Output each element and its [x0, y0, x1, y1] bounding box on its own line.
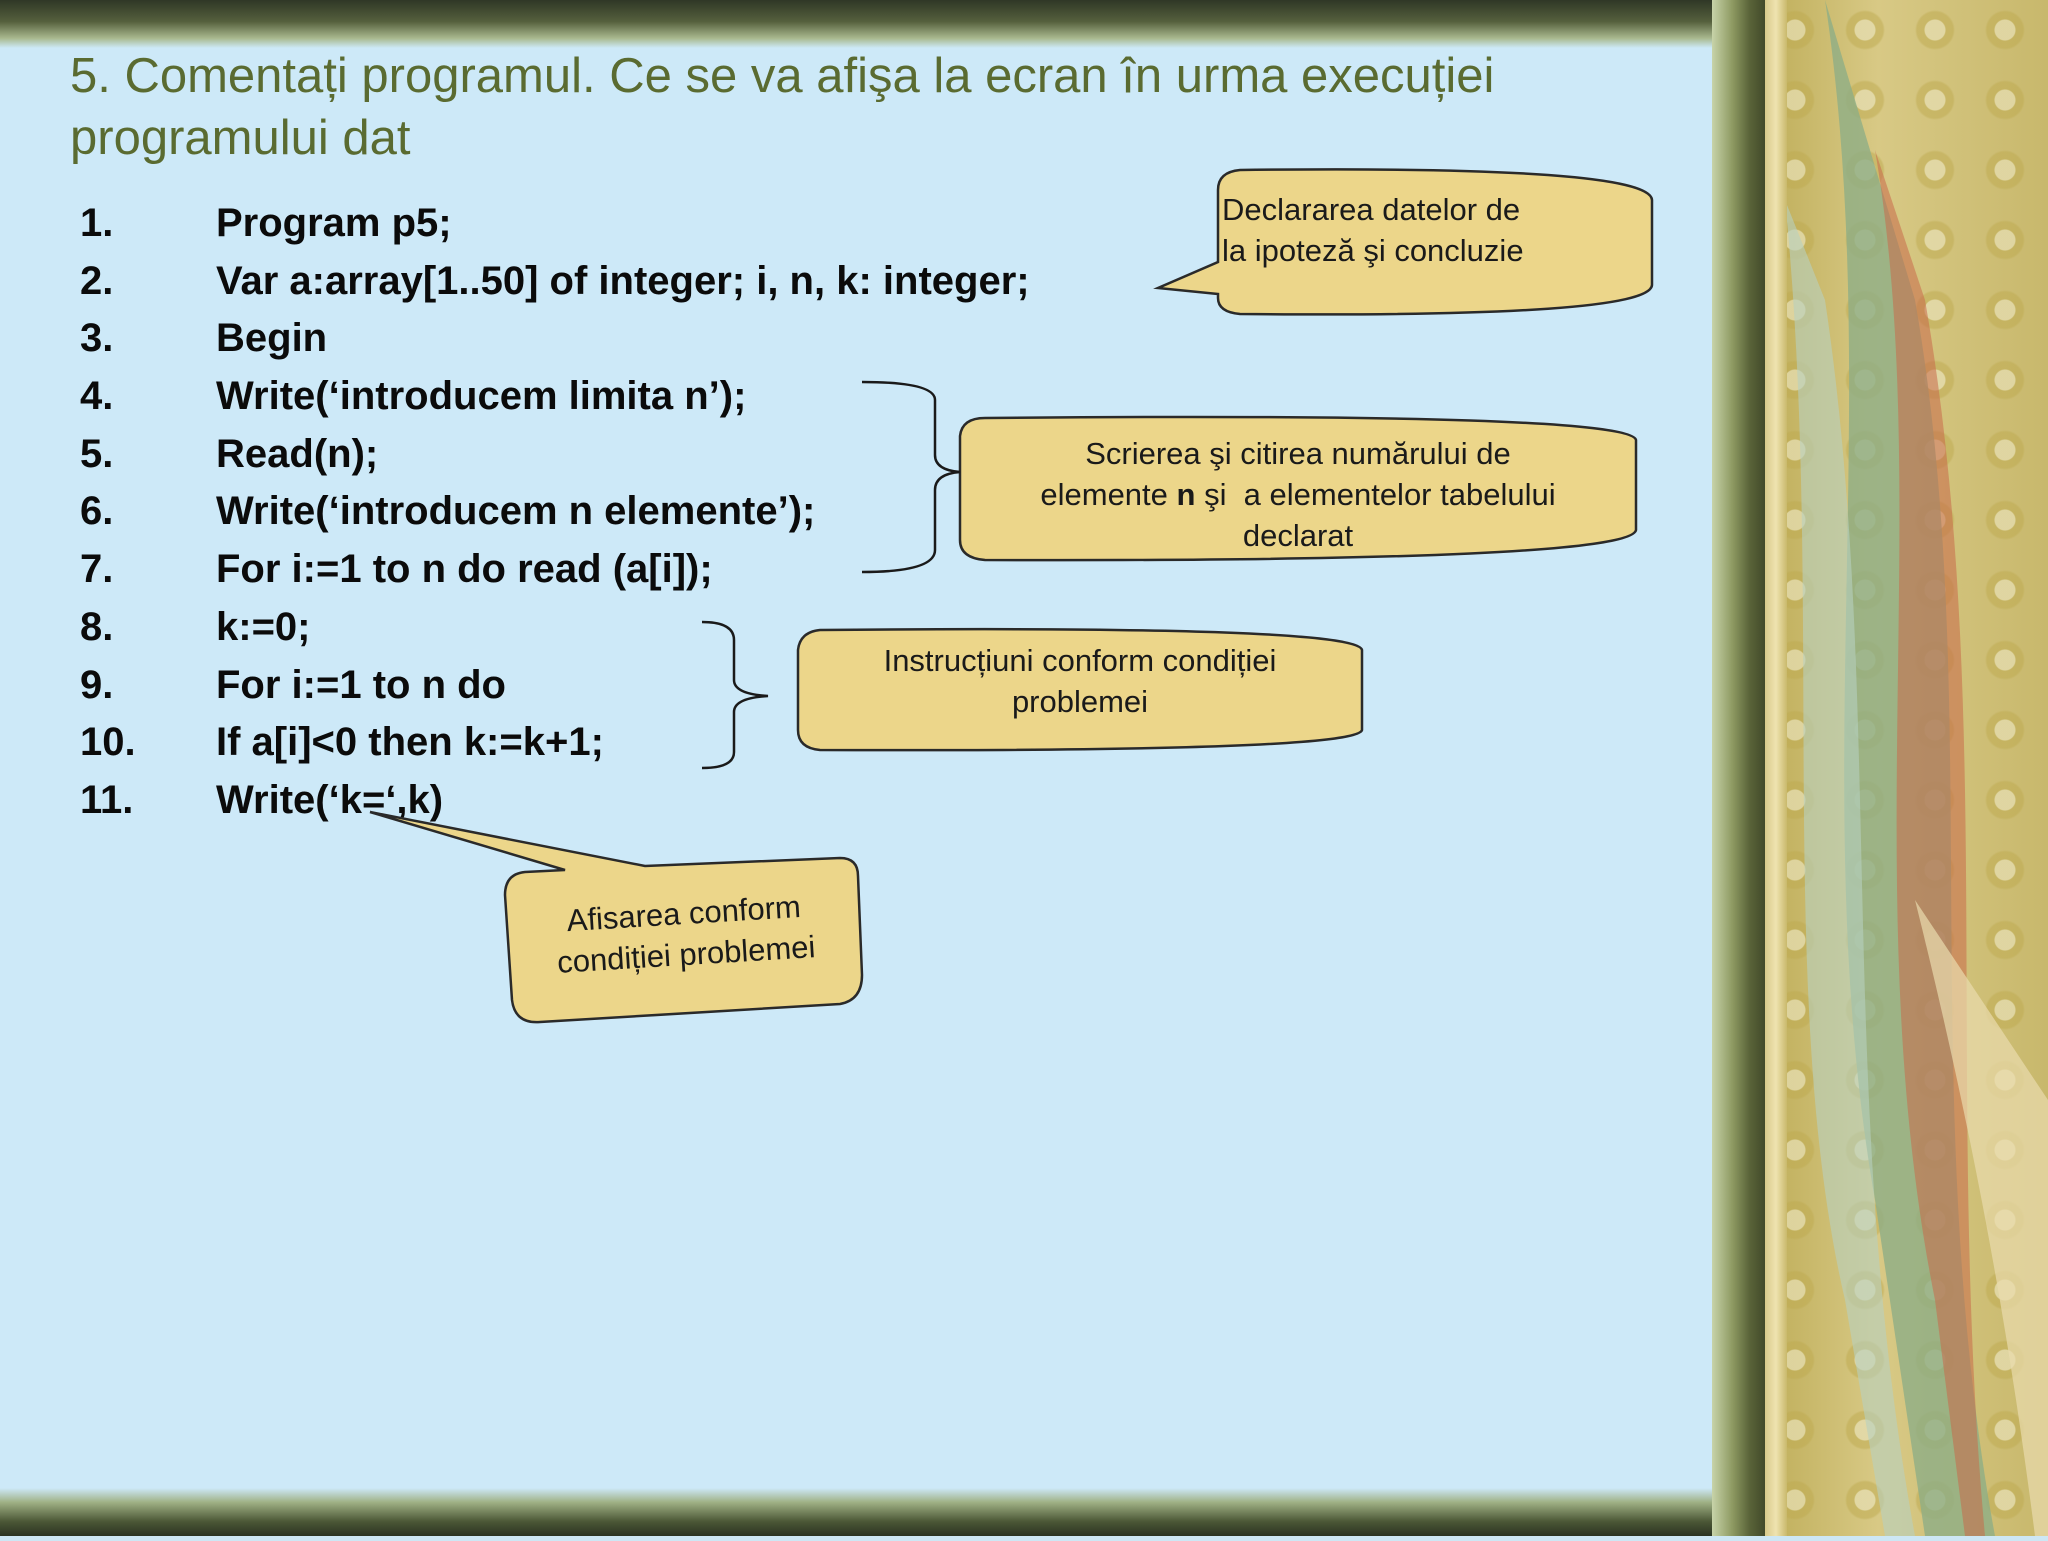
line-number: 10. — [80, 720, 136, 765]
decorative-drapes-image — [1785, 0, 2048, 1536]
line-number: 6. — [80, 489, 114, 534]
code-text: Begin — [216, 316, 328, 361]
code-text: Read(n); — [216, 431, 379, 476]
line-number: 8. — [80, 604, 114, 649]
code-text: Write(‘k=‘,k) — [216, 777, 444, 822]
code-text: Write(‘introducem limita n’); — [216, 374, 747, 419]
callout-read-write-line-2-post: şi a elementelor tabelului — [1195, 477, 1556, 512]
callout-read-write-bold-n: n — [1176, 477, 1196, 512]
line-number: 3. — [80, 316, 114, 361]
callout-instructions-line-1: Instrucțiuni conform condiției — [883, 643, 1277, 678]
callout-declaration-line-2: la ipoteză şi concluzie — [1222, 233, 1524, 268]
callout-declaration-text: Declararea datelor de la ipoteză şi conc… — [1222, 189, 1618, 271]
code-text: Write(‘introducem n elemente’); — [216, 489, 816, 534]
decorative-side-panel — [1765, 0, 2048, 1536]
code-text: Var a:array[1..50] of integer; i, n, k: … — [216, 258, 1030, 303]
slide-title: 5. Comentați programul. Ce se va afişa l… — [70, 45, 1630, 169]
title-line-1: 5. Comentați programul. Ce se va afişa l… — [70, 49, 1495, 103]
line-number: 11. — [80, 777, 134, 822]
line-number: 7. — [80, 547, 114, 592]
code-text: Program p5; — [216, 201, 452, 245]
code-text: If a[i]<0 then k:=k+1; — [216, 720, 604, 765]
line-number: 1. — [80, 201, 114, 245]
line-number: 5. — [80, 431, 114, 476]
decorative-panel-edge — [1765, 0, 1787, 1536]
bottom-frame-bar — [0, 1488, 1780, 1536]
callout-read-write-line-1: Scrierea şi citirea numărului de — [1085, 436, 1511, 471]
line-number: 9. — [80, 662, 114, 707]
callout-read-write-line-3: declarat — [1242, 518, 1354, 553]
top-frame-bar — [0, 0, 1780, 48]
callout-declaration-line-1: Declararea datelor de — [1222, 192, 1521, 227]
line-number: 2. — [80, 258, 114, 303]
callout-read-write-line-2: elemente n şi a elementelor tabelului — [970, 474, 1626, 515]
code-text: For i:=1 to n do read (a[i]); — [216, 547, 713, 592]
code-text: For i:=1 to n do — [216, 662, 506, 707]
callout-read-write-text: Scrierea şi citirea numărului de element… — [970, 433, 1626, 556]
line-number: 4. — [80, 374, 114, 419]
title-line-2: programului dat — [70, 111, 411, 165]
code-text: k:=0; — [216, 604, 311, 649]
callout-instructions-text: Instrucțiuni conform condiției problemei — [810, 640, 1350, 722]
callout-read-write-line-2-pre: elemente — [1040, 477, 1177, 512]
callout-instructions-line-2: problemei — [1011, 684, 1149, 719]
